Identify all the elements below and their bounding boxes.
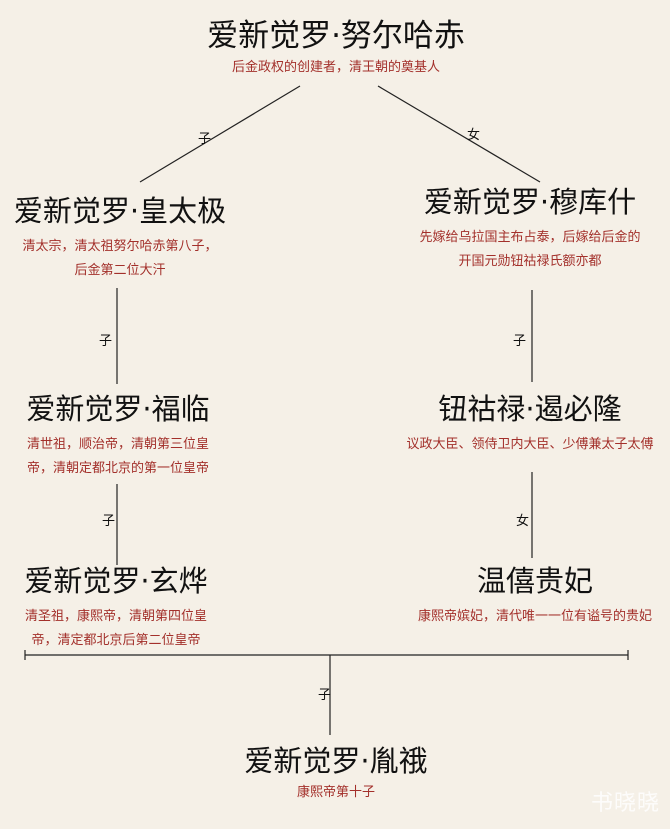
person-desc: 议政大臣、领侍卫内大臣、少傅兼太子太傅 <box>406 437 654 452</box>
relation-label-son: 子 <box>318 688 332 703</box>
person-desc: 先嫁给乌拉国主布占泰，后嫁给后金的 开国元勋钮祜禄氏额亦都 <box>419 226 640 274</box>
person-name: 爱新觉罗·玄烨 <box>24 564 208 598</box>
person-name: 爱新觉罗·皇太极 <box>13 194 227 228</box>
desc-line: 帝，清朝定都北京的第一位皇帝 <box>26 461 209 476</box>
node-nurhaci: 爱新觉罗·努尔哈赤 后金政权的创建者，清王朝的奠基人 <box>207 18 465 80</box>
relation-label-daughter: 女 <box>516 514 530 529</box>
person-desc: 康熙帝嫔妃，清代唯一一位有谥号的贵妃 <box>417 609 653 624</box>
node-yine: 爱新觉罗·胤䄉 康熙帝第十子 <box>244 743 427 805</box>
node-ebilun: 钮祜禄·遏必隆 议政大臣、领侍卫内大臣、少傅兼太子太傅 <box>406 391 653 457</box>
node-xuanye: 爱新觉罗·玄烨 清圣祖，康熙帝，清朝第四位皇 帝，清定都北京后第二位皇帝 <box>24 563 207 653</box>
person-desc: 清太宗，清太祖努尔哈赤第八子， 后金第二位大汗 <box>14 235 226 283</box>
node-mukushi: 爱新觉罗·穆库什 先嫁给乌拉国主布占泰，后嫁给后金的 开国元勋钮祜禄氏额亦都 <box>419 184 640 274</box>
relation-label-son: 子 <box>198 132 212 147</box>
relation-label-son: 子 <box>513 334 527 349</box>
desc-line: 先嫁给乌拉国主布占泰，后嫁给后金的 <box>419 230 641 245</box>
node-wenxi: 温僖贵妃 康熙帝嫔妃，清代唯一一位有谥号的贵妃 <box>418 563 652 629</box>
relation-label-son: 子 <box>102 514 116 529</box>
person-name: 爱新觉罗·穆库什 <box>423 185 637 219</box>
person-desc: 后金政权的创建者，清王朝的奠基人 <box>231 60 441 75</box>
desc-line: 清世祖，顺治帝，清朝第三位皇 <box>26 437 209 452</box>
desc-line: 后金第二位大汗 <box>74 263 166 278</box>
person-desc: 康熙帝第十子 <box>296 785 375 800</box>
relation-label-daughter: 女 <box>467 128 481 143</box>
edge-nurhaci-mukushi <box>377 85 541 183</box>
edge-nurhaci-hongtaiji <box>139 85 301 183</box>
person-name: 钮祜禄·遏必隆 <box>438 392 622 426</box>
desc-line: 开国元勋钮祜禄氏额亦都 <box>458 254 602 269</box>
person-name: 温僖贵妃 <box>476 564 594 598</box>
person-name: 爱新觉罗·福临 <box>26 392 210 426</box>
person-name: 爱新觉罗·胤䄉 <box>244 744 428 778</box>
desc-line: 清圣祖，康熙帝，清朝第四位皇 <box>24 609 207 624</box>
node-fulin: 爱新觉罗·福临 清世祖，顺治帝，清朝第三位皇 帝，清朝定都北京的第一位皇帝 <box>26 391 209 481</box>
person-name: 爱新觉罗·努尔哈赤 <box>207 18 465 54</box>
desc-line: 帝，清定都北京后第二位皇帝 <box>31 633 201 648</box>
relation-label-son: 子 <box>99 334 113 349</box>
person-desc: 清世祖，顺治帝，清朝第三位皇 帝，清朝定都北京的第一位皇帝 <box>26 433 209 481</box>
node-hongtaiji: 爱新觉罗·皇太极 清太宗，清太祖努尔哈赤第八子， 后金第二位大汗 <box>14 193 226 283</box>
watermark: 书晓晓 <box>590 791 660 816</box>
desc-line: 清太宗，清太祖努尔哈赤第八子， <box>22 239 218 254</box>
person-desc: 清圣祖，康熙帝，清朝第四位皇 帝，清定都北京后第二位皇帝 <box>24 605 207 653</box>
